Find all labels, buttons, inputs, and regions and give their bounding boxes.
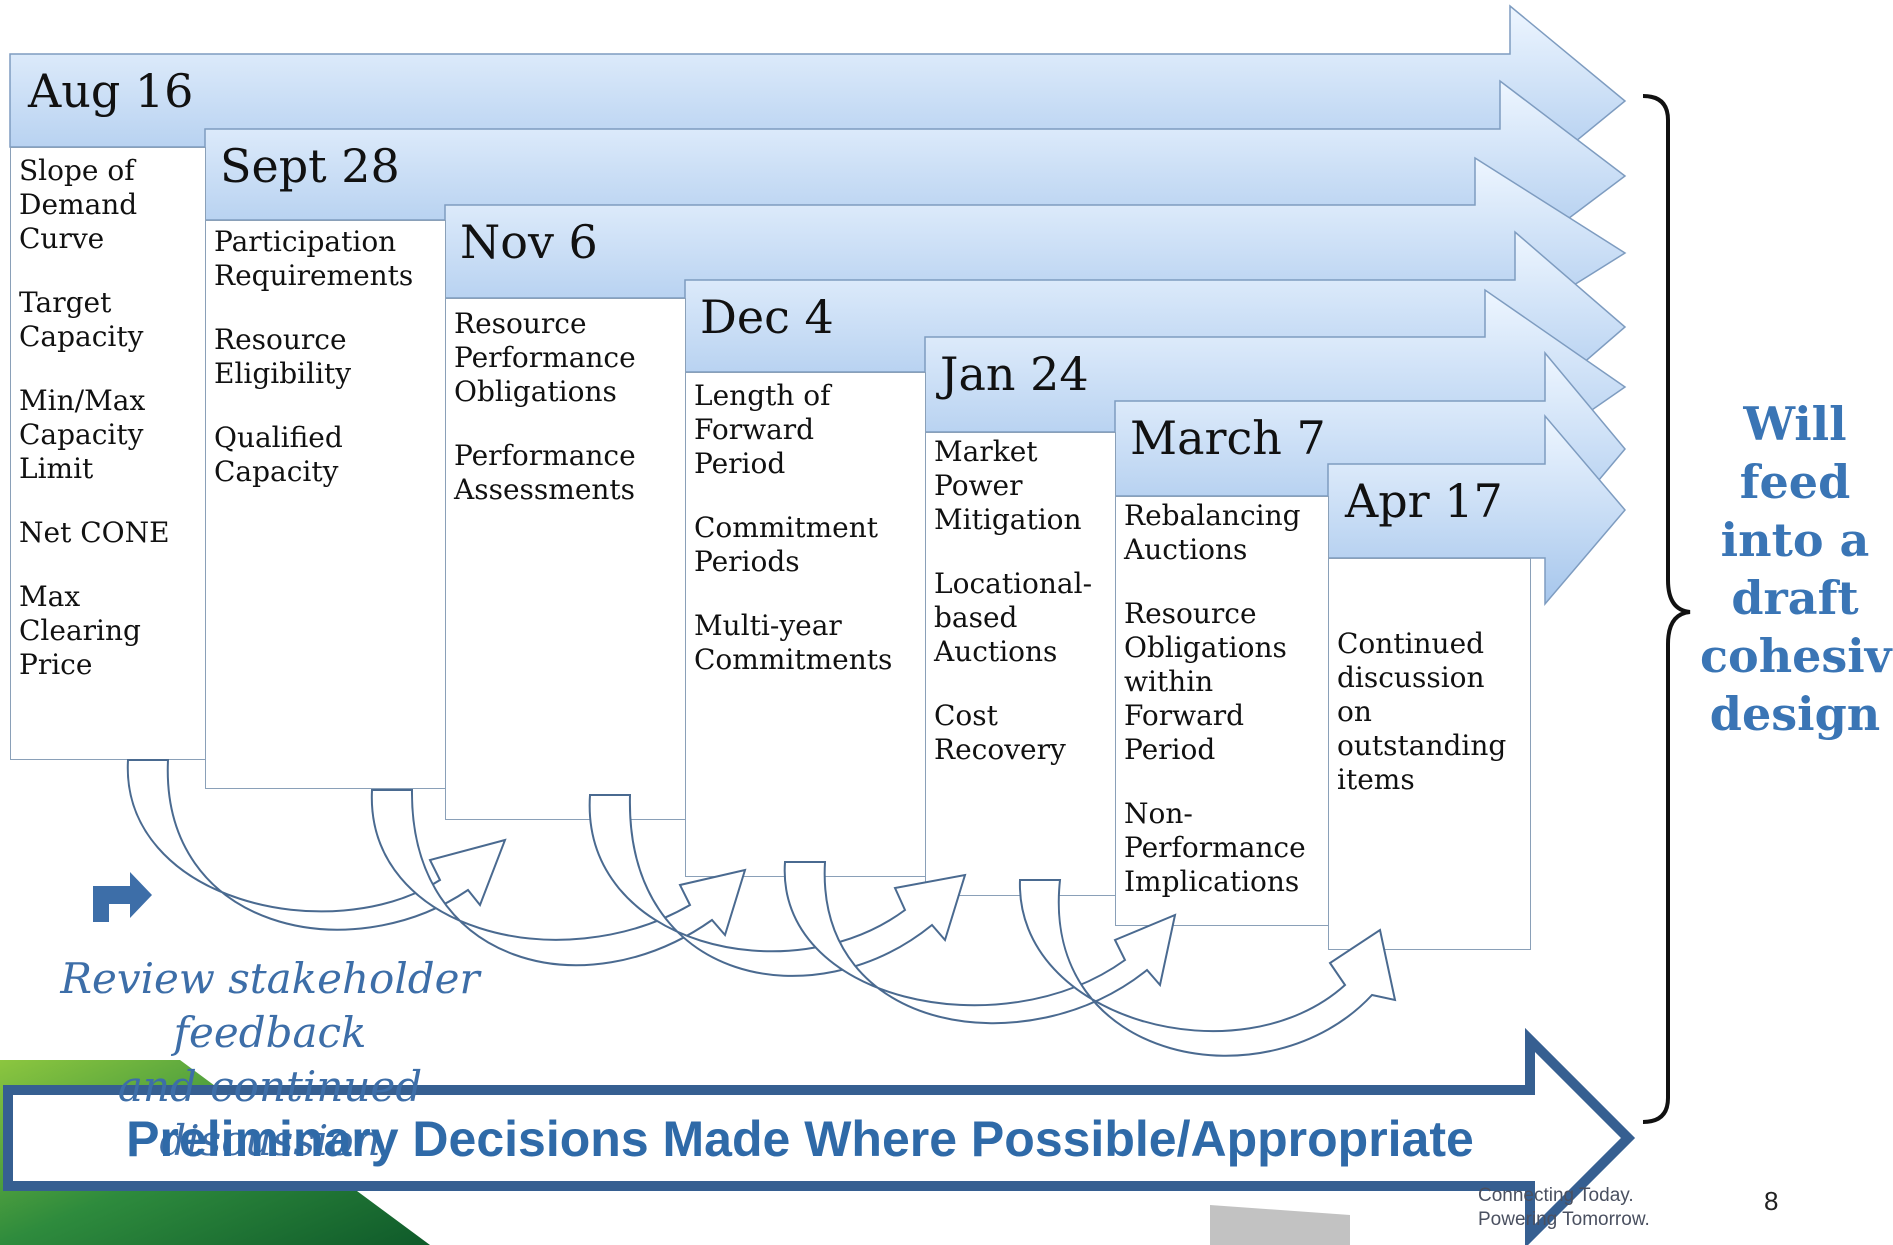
topic-item: Performance Assessments <box>454 439 636 506</box>
date-header-6: March 7 <box>1130 411 1326 465</box>
turn-arrow-icon <box>93 872 152 922</box>
topic-item: Slope of Demand Curve <box>19 154 138 255</box>
footer-grey-band <box>1210 1205 1350 1245</box>
topic-item: Multi-year Commitments <box>694 609 893 676</box>
topic-item: Max Clearing Price <box>19 580 141 681</box>
topic-box-2: Participation Requirements Resource Elig… <box>205 220 446 789</box>
brace-icon <box>1642 94 1691 1124</box>
page-number: 8 <box>1764 1186 1779 1216</box>
topic-box-7: Continued discussion on outstanding item… <box>1328 558 1531 950</box>
date-header-7: Apr 17 <box>1345 474 1503 528</box>
preliminary-banner-arrow <box>3 1027 1636 1245</box>
outcome-text: Will feed into a draft cohesive design <box>1700 397 1893 741</box>
topic-item: Resource Eligibility <box>214 323 352 390</box>
topic-item: Target Capacity <box>19 286 144 353</box>
date-header-4: Dec 4 <box>700 290 834 344</box>
date-header-5: Jan 24 <box>940 347 1089 401</box>
topic-item: Continued discussion on outstanding item… <box>1337 627 1507 796</box>
topic-item: Participation Requirements <box>214 225 414 292</box>
topic-box-6: Rebalancing Auctions Resource Obligation… <box>1115 496 1329 926</box>
topic-item: Resource Performance Obligations <box>454 307 636 408</box>
topic-item: Qualified Capacity <box>214 421 343 488</box>
date-header-3: Nov 6 <box>460 215 598 269</box>
topic-item: Market Power Mitigation <box>934 435 1082 536</box>
topic-item: Length of Forward Period <box>694 379 831 480</box>
topic-item: Non- Performance Implications <box>1124 797 1306 898</box>
topic-item: Resource Obligations within Forward Peri… <box>1124 597 1287 766</box>
review-line-2: and continued discussion <box>117 1062 423 1165</box>
topic-item: Min/Max Capacity Limit <box>19 384 146 485</box>
date-header-2: Sept 28 <box>220 139 400 193</box>
topic-box-1: Slope of Demand Curve Target Capacity Mi… <box>10 147 206 760</box>
topic-item: Net CONE <box>19 516 170 549</box>
topic-box-3: Resource Performance Obligations Perform… <box>445 298 686 820</box>
company-tagline: Connecting Today. Powering Tomorrow. <box>1478 1185 1650 1230</box>
topic-item: Commitment Periods <box>694 511 878 578</box>
topic-item: Rebalancing Auctions <box>1124 499 1301 566</box>
review-feedback-text: Review stakeholder feedback and continue… <box>10 952 530 1168</box>
preliminary-decisions-text: Preliminary Decisions Made Where Possibl… <box>126 1111 1474 1167</box>
date-header-1: Aug 16 <box>28 64 194 118</box>
topic-box-5: Market Power Mitigation Locational- base… <box>925 432 1116 896</box>
review-line-1: Review stakeholder feedback <box>60 954 480 1057</box>
topic-box-4: Length of Forward Period Commitment Peri… <box>685 372 926 877</box>
topic-item: Locational- based Auctions <box>934 567 1093 668</box>
topic-item: Cost Recovery <box>934 699 1066 766</box>
